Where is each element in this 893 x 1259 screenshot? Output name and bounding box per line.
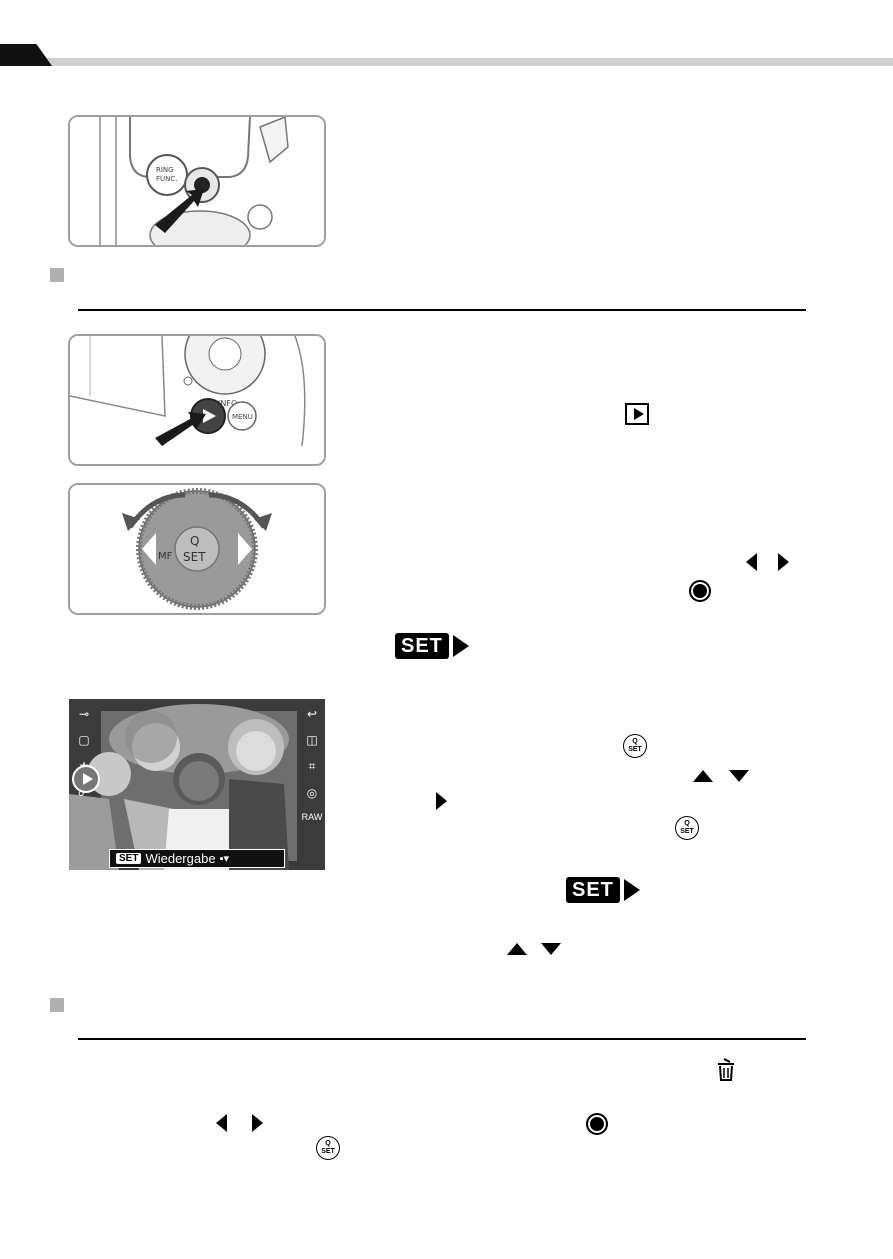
- down-arrow-icon: [729, 770, 749, 782]
- set-badge-label: SET: [395, 633, 449, 659]
- svg-text:Q: Q: [190, 534, 199, 548]
- section-marker-1: [50, 268, 64, 282]
- record-button-drawing: RING FUNC.: [70, 117, 324, 245]
- down-arrow-icon: [541, 943, 561, 955]
- svg-text:MENU: MENU: [232, 413, 253, 421]
- svg-text:INFO: INFO: [218, 399, 237, 408]
- crop-icon: ⌗: [308, 759, 316, 773]
- section-marker-2: [50, 998, 64, 1012]
- up-arrow-icon: [693, 770, 713, 782]
- section-rule-1: [78, 309, 806, 311]
- camera-screen-illustration: ⊸ ▢ ★ ☍ ↩ ◫ ⌗ ◎ RAW SET Wiedergabe ▪▾: [69, 699, 325, 870]
- trash-icon: [718, 1058, 734, 1081]
- screen-right-icons: ↩ ◫ ⌗ ◎ RAW: [301, 707, 323, 834]
- illustration-control-dial: Q SET MF: [68, 483, 326, 615]
- svg-text:FUNC.: FUNC.: [156, 175, 178, 183]
- filter-icon: ◎: [306, 786, 318, 800]
- left-arrow-icon: [216, 1114, 227, 1132]
- up-arrow-icon: [507, 943, 527, 955]
- playback-icon: [625, 403, 649, 425]
- svg-text:RING: RING: [156, 166, 174, 174]
- screen-caption-bar: SET Wiedergabe ▪▾: [109, 849, 285, 868]
- resize-icon: ◫: [306, 733, 318, 747]
- illustration-record-button: RING FUNC.: [68, 115, 326, 247]
- caption-set-label: SET: [116, 853, 142, 864]
- svg-text:SET: SET: [183, 550, 206, 564]
- return-icon: ↩: [306, 707, 318, 721]
- right-arrow-icon: [778, 553, 789, 571]
- play-movie-icon: [72, 765, 100, 793]
- children-photo: [69, 699, 325, 870]
- rotate-icon: ▢: [78, 733, 90, 747]
- caption-text: Wiedergabe: [145, 851, 216, 866]
- section-rule-2: [78, 1038, 806, 1040]
- movie-icon: ▪▾: [219, 853, 229, 865]
- control-dial-icon: [689, 580, 711, 602]
- playback-button-drawing: INFO MENU: [70, 336, 324, 464]
- right-arrow-icon: [252, 1114, 263, 1132]
- control-dial-icon: [586, 1113, 608, 1135]
- raw-icon: RAW: [301, 812, 323, 822]
- illustration-playback-button: INFO MENU: [68, 334, 326, 466]
- screen-left-icons: ⊸ ▢ ★ ☍: [73, 707, 95, 811]
- svg-text:MF: MF: [158, 551, 173, 562]
- chapter-tab: [0, 44, 52, 66]
- control-dial-drawing: Q SET MF: [70, 485, 324, 613]
- right-arrow-icon: [436, 792, 447, 810]
- left-arrow-icon: [746, 553, 757, 571]
- header-band: [0, 58, 893, 66]
- step-arrow-icon-2: [623, 879, 640, 901]
- set-step-badge-2: SET: [566, 877, 640, 903]
- set-badge-label-2: SET: [566, 877, 620, 903]
- protect-icon: ⊸: [78, 707, 90, 721]
- set-step-badge: SET: [395, 633, 469, 659]
- step-arrow-icon: [452, 635, 469, 657]
